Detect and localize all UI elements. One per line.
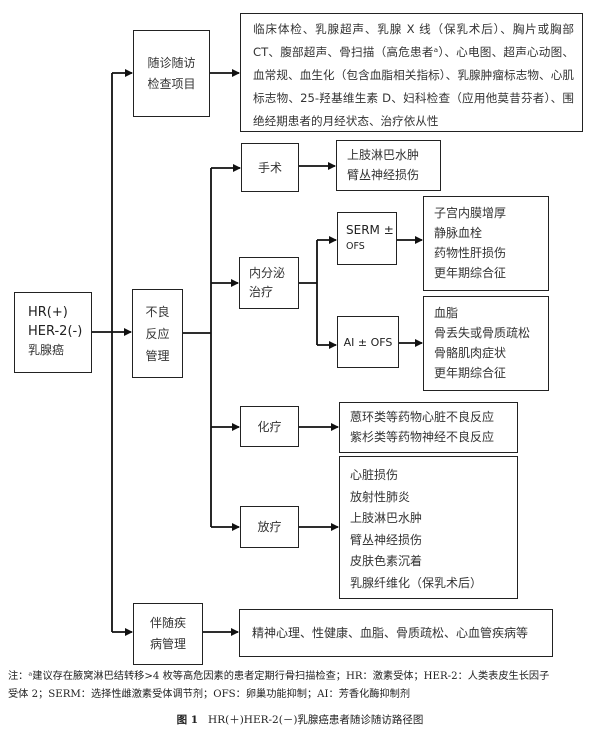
effect-item: 心脏损伤: [350, 468, 399, 482]
footnote-line: 受体 2；SERM：选择性雌激素受体调节剂；OFS：卵巢功能抑制；AI：芳香化酶…: [8, 689, 411, 700]
root-line: HER-2(-): [28, 324, 83, 339]
comorbidity-node: 伴随疾 病管理: [133, 603, 203, 665]
serm-label-line: SERM ±: [346, 223, 394, 237]
effect-item: 紫杉类等药物神经不良反应: [350, 430, 495, 444]
serm-effects-box: 子宫内膜增厚 静脉血栓 药物性肝损伤 更年期综合征: [423, 196, 549, 291]
ai-ofs-node: AI ± OFS: [337, 316, 399, 368]
effect-item: 放射性肺炎: [350, 489, 411, 504]
chemotherapy-node: 化疗: [240, 406, 299, 447]
ai-label: AI ± OFS: [343, 335, 393, 349]
comorbidity-label-line: 病管理: [149, 637, 186, 651]
radiotherapy-node: 放疗: [240, 506, 299, 548]
effect-item: 更年期综合征: [434, 266, 507, 280]
endocrine-label-line: 内分泌: [249, 266, 286, 280]
effect-item: 臂丛神经损伤: [350, 532, 423, 547]
adverse-label-line: 管理: [145, 348, 170, 363]
comorbidity-label-line: 伴随疾: [149, 616, 186, 630]
followup-label-line: 检查项目: [147, 76, 196, 91]
root-node-hr-positive-her2-negative: HR(+) HER-2(-) 乳腺癌: [14, 292, 92, 373]
surgery-effects-box: 上肢淋巴水肿 臂丛神经损伤: [336, 140, 441, 191]
effect-item: 药物性肝损伤: [434, 246, 507, 260]
followup-node: 随诊随访 检查项目: [133, 30, 210, 117]
adverse-label-line: 不良: [145, 304, 170, 319]
footnote: 注：ᵃ建议存在腋窝淋巴结转移>4 枚等高危因素的患者定期行骨扫描检查；HR：激素…: [8, 668, 594, 704]
followup-items-text: 临床体检、乳腺超声、乳腺 X 线（保乳术后）、胸片或胸部CT、腹部超声、骨扫描（…: [253, 22, 574, 128]
comorbidity-items-text: 精神心理、性健康、血脂、骨质疏松、心血管疾病等: [252, 626, 529, 640]
root-line: 乳腺癌: [28, 343, 65, 357]
effect-item: 皮肤色素沉着: [350, 554, 423, 568]
followup-items-box: 临床体检、乳腺超声、乳腺 X 线（保乳术后）、胸片或胸部CT、腹部超声、骨扫描（…: [240, 13, 583, 132]
effect-item: 更年期综合征: [434, 366, 507, 380]
radio-label: 放疗: [257, 520, 282, 534]
comorbidity-items-box: 精神心理、性健康、血脂、骨质疏松、心血管疾病等: [239, 609, 553, 657]
followup-label-line: 随诊随访: [147, 55, 196, 70]
serm-ofs-node: SERM ± OFS: [337, 212, 397, 265]
effect-item: 臂丛神经损伤: [347, 168, 420, 182]
figure-number: 图 1: [176, 714, 199, 726]
ai-effects-box: 血脂 骨丢失或骨质疏松 骨骼肌肉症状 更年期综合征: [423, 296, 549, 391]
effect-item: 乳腺纤维化（保乳术后）: [350, 575, 483, 590]
effect-item: 蒽环类等药物心脏不良反应: [350, 410, 495, 424]
effect-item: 血脂: [434, 306, 459, 320]
effect-item: 上肢淋巴水肿: [347, 148, 420, 162]
footnote-line: 注：ᵃ建议存在腋窝淋巴结转移>4 枚等高危因素的患者定期行骨扫描检查；HR：激素…: [8, 671, 550, 682]
chemo-effects-box: 蒽环类等药物心脏不良反应 紫杉类等药物神经不良反应: [339, 402, 518, 453]
adverse-reaction-node: 不良 反应 管理: [132, 289, 183, 378]
effect-item: 骨骼肌肉症状: [434, 346, 507, 360]
serm-label-line: OFS: [346, 241, 365, 252]
radio-effects-box: 心脏损伤 放射性肺炎 上肢淋巴水肿 臂丛神经损伤 皮肤色素沉着 乳腺纤维化（保乳…: [339, 456, 518, 599]
root-line: HR(+): [28, 305, 68, 320]
surgery-label: 手术: [257, 160, 282, 175]
effect-item: 子宫内膜增厚: [434, 206, 507, 220]
endocrine-therapy-node: 内分泌 治疗: [239, 257, 299, 309]
effect-item: 骨丢失或骨质疏松: [434, 326, 531, 340]
endocrine-label-line: 治疗: [249, 285, 274, 299]
surgery-node: 手术: [241, 143, 299, 192]
chemo-label: 化疗: [257, 419, 282, 434]
figure-title: HR(＋)HER-2(－)乳腺癌患者随诊随访路径图: [208, 714, 424, 726]
figure-caption: 图 1 HR(＋)HER-2(－)乳腺癌患者随诊随访路径图: [0, 712, 600, 727]
effect-item: 上肢淋巴水肿: [350, 511, 423, 525]
adverse-label-line: 反应: [145, 326, 170, 341]
effect-item: 静脉血栓: [434, 226, 483, 240]
